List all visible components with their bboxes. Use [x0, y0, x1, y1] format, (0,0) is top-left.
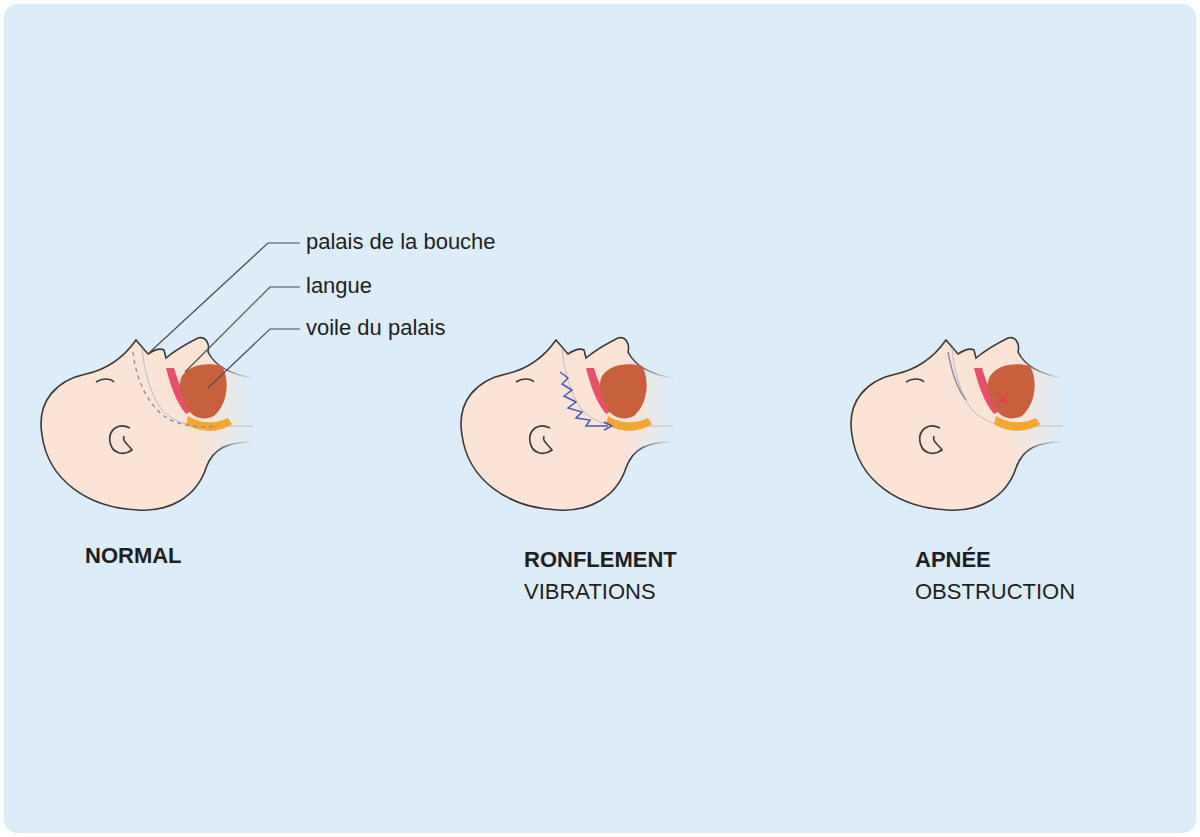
part-label: voile du palais	[306, 315, 445, 340]
state-subtitle: VIBRATIONS	[524, 579, 656, 604]
state-title: APNÉE	[915, 547, 991, 572]
state-title: RONFLEMENT	[524, 547, 677, 572]
state-subtitle: OBSTRUCTION	[915, 579, 1075, 604]
leader-lines	[150, 243, 300, 388]
part-label: langue	[306, 273, 372, 298]
part-label: palais de la bouche	[306, 229, 496, 254]
state-title: NORMAL	[85, 543, 182, 568]
